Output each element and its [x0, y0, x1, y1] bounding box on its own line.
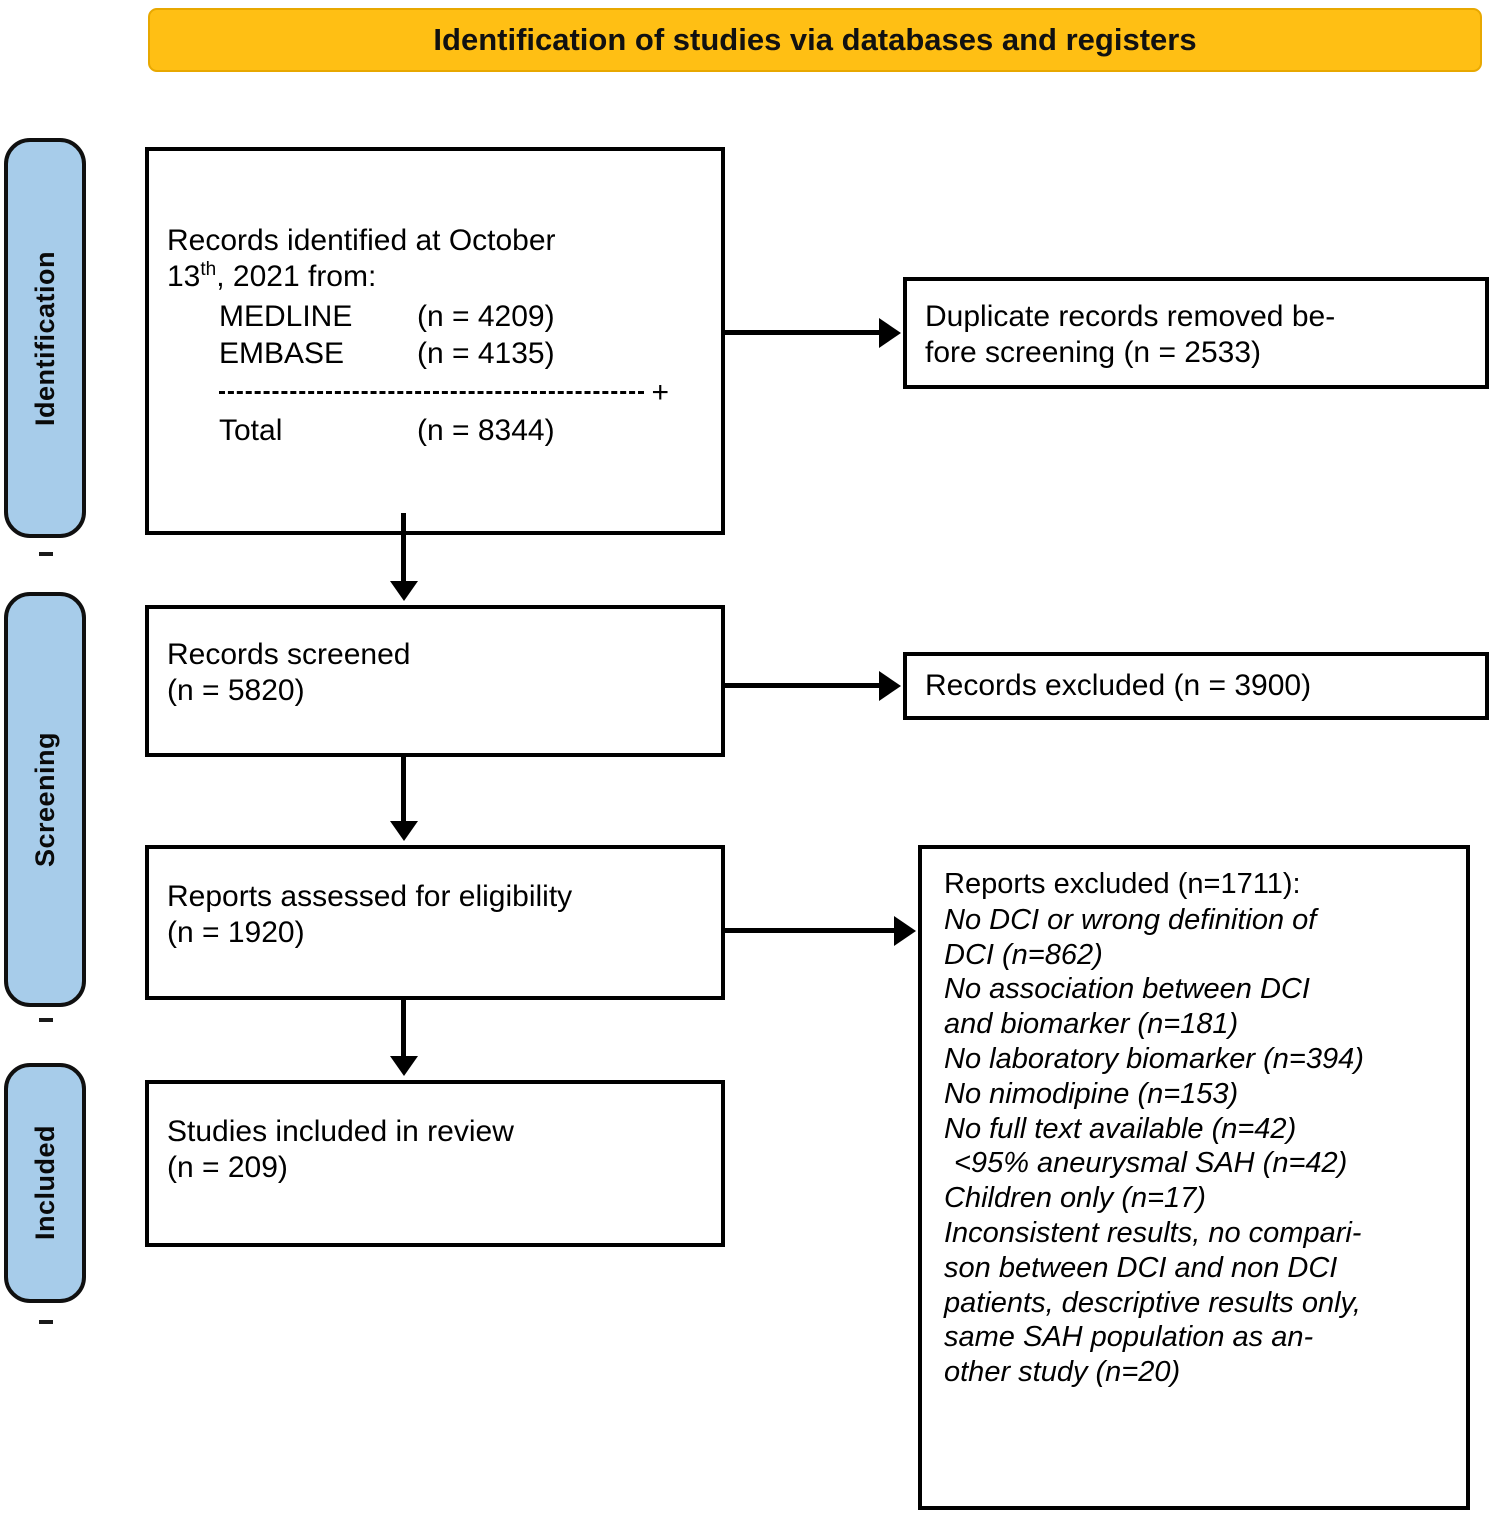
reports-excluded-reason: No nimodipine (n=153) — [944, 1077, 1239, 1110]
box-records-excluded: Records excluded (n = 3900) — [903, 652, 1489, 720]
source-name-total: Total — [219, 413, 283, 447]
records-identified-date-suffix: , 2021 from: — [216, 260, 377, 294]
stage-rail-identification: Identification — [4, 138, 86, 538]
arrow-identified-to-screened-head — [390, 581, 418, 601]
arrow-identified-to-duplicates-head — [879, 318, 901, 348]
box-records-screened: Records screened (n = 5820) — [145, 605, 725, 757]
box-records-identified: Records identified at October 13th, 2021… — [145, 147, 725, 535]
reports-excluded-reason: Children only (n=17) — [944, 1182, 1206, 1215]
box-duplicate-records-removed: Duplicate records removed be- fore scree… — [903, 277, 1489, 389]
arrow-identified-to-screened-line — [401, 513, 406, 581]
reports-excluded-reason: No DCI or wrong definition of DCI (n=862… — [944, 903, 1317, 971]
arrow-eligibility-to-reports-excluded-line — [725, 928, 896, 933]
sum-divider: + — [219, 375, 669, 409]
arrow-eligibility-to-included-line — [401, 996, 406, 1056]
stage-rail-screening: Screening — [4, 592, 86, 1007]
source-count-medline: (n = 4209) — [417, 299, 555, 333]
stage-rail-included: Included — [4, 1063, 86, 1303]
arrow-eligibility-to-reports-excluded-head — [894, 916, 916, 946]
arrow-eligibility-to-included-head — [390, 1056, 418, 1076]
reports-excluded-title: Reports excluded (n=1711): — [944, 868, 1301, 900]
source-row-medline: MEDLINE (n = 4209) — [219, 298, 703, 335]
records-screened-text: Records screened (n = 5820) — [167, 638, 411, 708]
source-row-embase: EMBASE (n = 4135) — [219, 335, 703, 372]
source-count-total: (n = 8344) — [417, 413, 555, 447]
studies-included-text: Studies included in review (n = 209) — [167, 1115, 514, 1185]
reports-excluded-reason: No association between DCI and biomarker… — [944, 973, 1310, 1041]
arrow-identified-to-duplicates-line — [725, 330, 881, 335]
header-banner: Identification of studies via databases … — [148, 8, 1482, 72]
reports-assessed-text: Reports assessed for eligibility (n = 19… — [167, 880, 573, 950]
stage-rail-tick — [39, 552, 53, 556]
arrow-screened-to-eligibility-head — [390, 821, 418, 841]
records-excluded-text: Records excluded (n = 3900) — [925, 668, 1312, 702]
records-identified-heading-line1: Records identified at October — [167, 224, 556, 257]
box-studies-included-in-review: Studies included in review (n = 209) — [145, 1080, 725, 1247]
reports-excluded-reason: No laboratory biomarker (n=394) — [944, 1042, 1364, 1075]
source-row-total: Total (n = 8344) — [219, 412, 703, 449]
records-identified-date-prefix: 13 — [167, 260, 201, 294]
reports-excluded-reason: No full text available (n=42) — [944, 1112, 1297, 1145]
records-identified-date-ordinal: th — [200, 259, 217, 281]
arrow-screened-to-records-excluded-line — [725, 683, 881, 688]
records-identified-heading: Records identified at October 13th, 2021… — [167, 223, 703, 296]
source-name-embase: EMBASE — [219, 336, 345, 370]
page-title: Identification of studies via databases … — [433, 22, 1197, 57]
records-identified-source-list: MEDLINE (n = 4209) EMBASE (n = 4135) + T… — [219, 298, 703, 450]
arrow-screened-to-eligibility-line — [401, 753, 406, 821]
stage-rail-label-identification: Identification — [29, 250, 60, 426]
dashed-rule — [219, 391, 645, 395]
stage-rail-label-screening: Screening — [29, 731, 60, 868]
reports-excluded-reason: Inconsistent results, no compari- son be… — [944, 1216, 1362, 1389]
arrow-screened-to-records-excluded-head — [879, 671, 901, 701]
duplicate-records-text: Duplicate records removed be- fore scree… — [925, 300, 1336, 370]
box-reports-assessed-for-eligibility: Reports assessed for eligibility (n = 19… — [145, 845, 725, 1000]
stage-rail-tick — [39, 1320, 53, 1324]
stage-rail-label-included: Included — [29, 1125, 60, 1241]
source-name-medline: MEDLINE — [219, 299, 353, 333]
reports-excluded-reason: <95% aneurysmal SAH (n=42) — [954, 1147, 1348, 1180]
stage-rail-tick — [39, 1018, 53, 1022]
plus-symbol: + — [651, 375, 669, 409]
source-count-embase: (n = 4135) — [417, 336, 555, 370]
box-reports-excluded: Reports excluded (n=1711): No DCI or wro… — [918, 845, 1470, 1510]
